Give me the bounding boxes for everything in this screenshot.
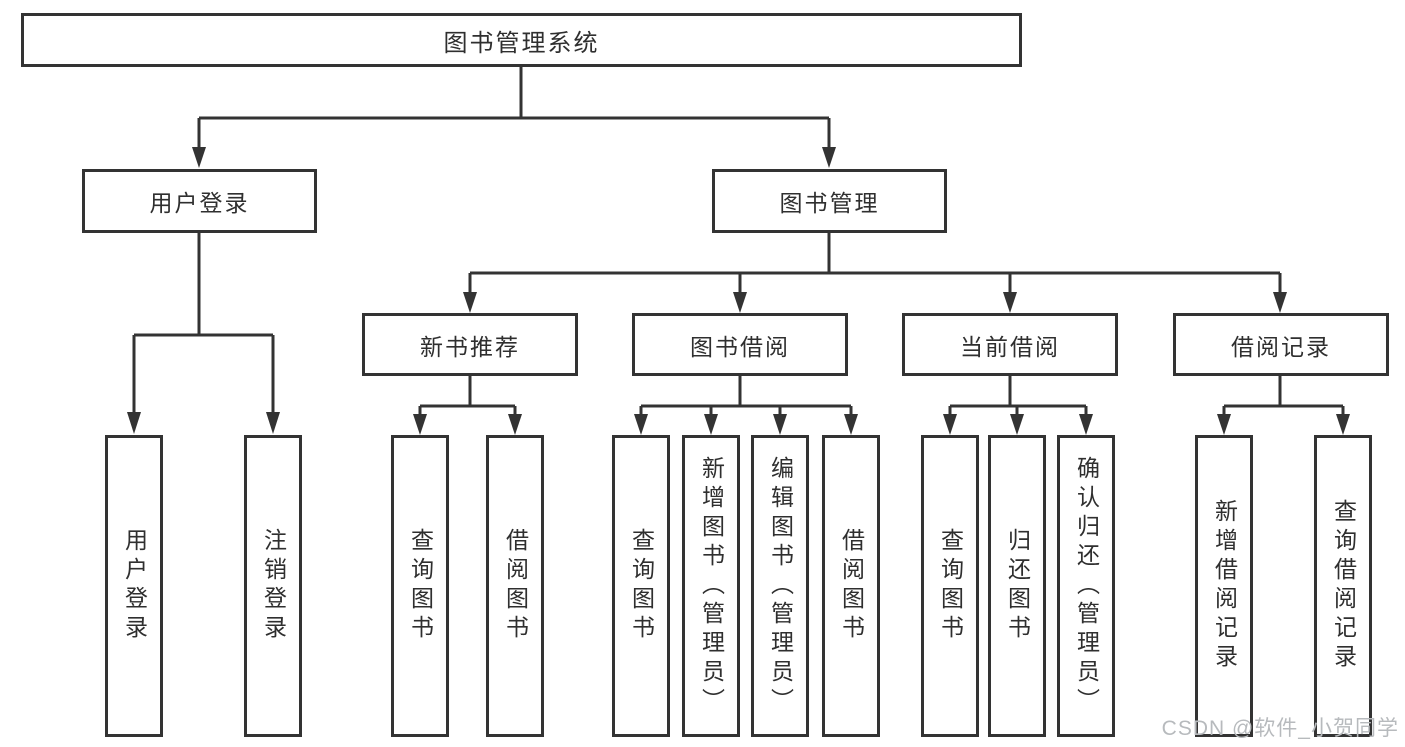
leaf-add-book-admin: 新增图书（管理员） — [682, 435, 740, 737]
arrow-down-icon — [1217, 414, 1231, 435]
leaf-query-borrow-record: 查询借阅记录 — [1314, 435, 1372, 737]
arrow-down-icon — [1336, 414, 1350, 435]
node-current-borrowing: 当前借阅 — [902, 313, 1118, 376]
arrow-down-icon — [1010, 414, 1024, 435]
leaf-query-books-recommend: 查询图书 — [391, 435, 449, 737]
node-book-borrowing: 图书借阅 — [632, 313, 848, 376]
arrow-down-icon — [1273, 292, 1287, 313]
arrow-down-icon — [266, 412, 280, 434]
arrow-down-icon — [733, 292, 747, 313]
arrow-down-icon — [463, 292, 477, 313]
arrow-down-icon — [192, 147, 206, 168]
leaf-add-borrow-record: 新增借阅记录 — [1195, 435, 1253, 737]
leaf-user-login: 用户登录 — [105, 435, 163, 737]
csdn-watermark: CSDN @软件_小贺同学 — [1161, 717, 1399, 740]
leaf-borrow-books-recommend: 借阅图书 — [486, 435, 544, 737]
arrow-down-icon — [704, 414, 718, 435]
arrow-down-icon — [413, 414, 427, 435]
leaf-confirm-return-admin: 确认归还（管理员） — [1057, 435, 1115, 737]
node-borrowing-records: 借阅记录 — [1173, 313, 1389, 376]
leaf-edit-book-admin: 编辑图书（管理员） — [751, 435, 809, 737]
leaf-logout: 注销登录 — [244, 435, 302, 737]
arrow-down-icon — [127, 412, 141, 434]
node-root: 图书管理系统 — [21, 13, 1022, 67]
arrow-down-icon — [844, 414, 858, 435]
node-new-book-recommend: 新书推荐 — [362, 313, 578, 376]
leaf-query-books-borrowing: 查询图书 — [612, 435, 670, 737]
arrow-down-icon — [943, 414, 957, 435]
arrow-down-icon — [822, 147, 836, 168]
arrow-down-icon — [1079, 414, 1093, 435]
arrow-down-icon — [773, 414, 787, 435]
arrow-down-icon — [1003, 292, 1017, 313]
leaf-query-books-current: 查询图书 — [921, 435, 979, 737]
arrow-down-icon — [634, 414, 648, 435]
leaf-borrow-books: 借阅图书 — [822, 435, 880, 737]
leaf-return-book: 归还图书 — [988, 435, 1046, 737]
node-book-management: 图书管理 — [712, 169, 947, 233]
arrow-down-icon — [508, 414, 522, 435]
node-user-login: 用户登录 — [82, 169, 317, 233]
